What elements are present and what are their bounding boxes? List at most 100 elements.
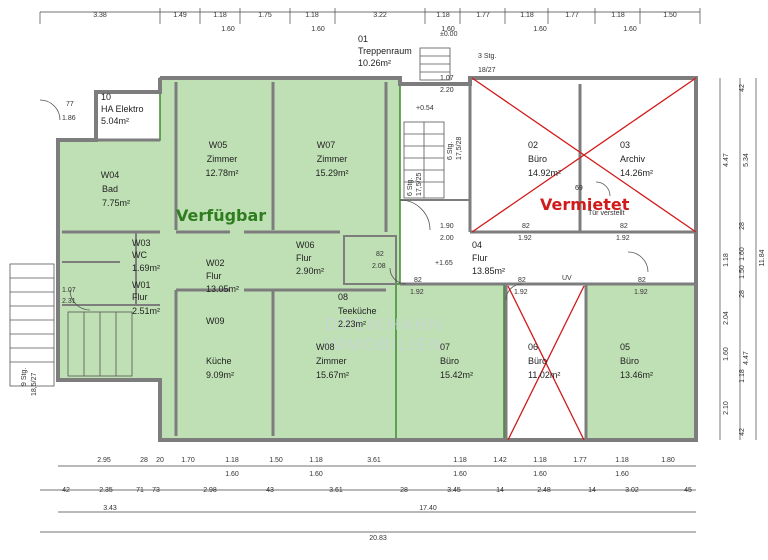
rented-crosses: [471, 77, 697, 441]
room-03-number: 03: [620, 140, 630, 150]
room-02-number: 02: [528, 140, 538, 150]
top-dimension-labels: 3.38 1.49 1.18 1.75 1.18 3.22 1.18 1.77 …: [93, 12, 677, 33]
dim-top-sub-3: 1.60: [441, 26, 455, 33]
room-w04-name: Bad: [102, 184, 118, 194]
dim-bottom-total: 20.83: [369, 535, 387, 542]
dim-right-3: 4.47: [723, 153, 730, 167]
dim-top-11: 1.18: [611, 12, 625, 19]
dim-top-4: 1.75: [258, 12, 272, 19]
top-dimension-chain: [39, 8, 701, 24]
dim-top-8: 1.77: [476, 12, 490, 19]
dim-bot1-13: 1.18: [615, 457, 629, 464]
dim-right-5: 1.18: [723, 253, 730, 267]
room-10: 10 HA Elektro 5.04m²: [101, 92, 144, 126]
dim-bot1-14: 1.80: [661, 457, 675, 464]
room-10-area: 5.04m²: [101, 116, 129, 126]
room-07-number: 07: [440, 342, 450, 352]
dim-right-total: 11.84: [759, 249, 766, 266]
dim-bot2-5: 2.98: [203, 487, 217, 494]
dim-top-sub-2: 1.60: [311, 26, 325, 33]
door-05-width: 82: [638, 277, 646, 284]
room-w03-number: W03: [132, 238, 151, 248]
door-07-height: 1.92: [410, 289, 424, 296]
room-05-area: 13.46m²: [620, 370, 653, 380]
door-03-width: 82: [620, 223, 628, 230]
room-w09: W09 Küche 9.09m²: [206, 316, 234, 380]
door-02-height: 1.92: [518, 235, 532, 242]
stairs-top-count: 3 Stg.: [478, 53, 496, 60]
dim-bot1-1: 2.95: [97, 457, 111, 464]
room-w08-name: Zimmer: [316, 356, 347, 366]
room-01: 01 Treppenraum 10.26m²: [358, 34, 412, 68]
door-07-width: 82: [414, 277, 422, 284]
door-w01-width: 1.07: [62, 287, 76, 294]
watermark: DREIKHAHN IMMOBILIEN: [324, 315, 442, 354]
door-69: 69: [575, 185, 583, 192]
room-w04: W04 Bad 7.75m²: [101, 170, 130, 208]
door-swings: [39, 99, 649, 311]
room-w01-name: Flur: [132, 292, 148, 302]
room-02-name: Büro: [528, 154, 547, 164]
dim-bot2-8: 28: [400, 487, 408, 494]
dim-top-12: 1.50: [663, 12, 677, 19]
room-08-area: 2.23m²: [338, 319, 366, 329]
room-w03-area: 1.69m²: [132, 263, 160, 273]
dim-bot2-12: 14: [588, 487, 596, 494]
room-06: 06 Büro 11.02m²: [528, 342, 560, 380]
right-dimension-labels: 42 5.34 4.47 28 1.18 1.60 1.50 28 2.04 1…: [723, 84, 766, 436]
dim-right-8: 28: [739, 290, 746, 298]
dim-right-2: 5.34: [743, 153, 750, 167]
door-06-height: 1.92: [514, 289, 528, 296]
right-dimension-chain: [719, 78, 757, 440]
door-10-width: 77: [66, 101, 74, 108]
room-04-name: Flur: [472, 253, 488, 263]
dim-bot1-sub-3: 1.60: [453, 471, 467, 478]
uv-label: UV: [562, 275, 572, 282]
dim-bot2-14: 45: [684, 487, 692, 494]
room-w01-area: 2.51m²: [132, 306, 160, 316]
dim-right-14: 42: [739, 428, 746, 436]
stairs-left-ratio: 18,5/27: [31, 373, 38, 396]
dim-right-11: 1.60: [723, 347, 730, 361]
dim-bot2-4: 73: [152, 487, 160, 494]
dim-right-13: 2.10: [723, 401, 730, 415]
dim-top-7: 1.18: [436, 12, 450, 19]
room-07: 07 Büro 15.42m²: [440, 342, 473, 380]
room-08: 08 Teeküche 2.23m²: [338, 292, 377, 329]
room-w08-number: W08: [316, 342, 335, 352]
stairs: [9, 47, 451, 387]
dim-bot1-10: 1.42: [493, 457, 507, 464]
dim-bot1-4: 1.70: [181, 457, 195, 464]
door-03-height: 1.92: [616, 235, 630, 242]
dim-top-6: 3.22: [373, 12, 387, 19]
room-10-name: HA Elektro: [101, 104, 144, 114]
room-w05-name: Zimmer: [207, 154, 238, 164]
room-07-name: Büro: [440, 356, 459, 366]
dim-bot1-12: 1.77: [573, 457, 587, 464]
room-06-name: Büro: [528, 356, 547, 366]
dim-bot2-7: 3.61: [329, 487, 343, 494]
dim-bot1-8: 3.61: [367, 457, 381, 464]
room-06-area: 11.02m²: [528, 370, 560, 380]
dim-bot2-3: 71: [136, 487, 144, 494]
dim-bot1-3: 20: [156, 457, 164, 464]
room-w08-area: 15.67m²: [316, 370, 349, 380]
room-w07-number: W07: [317, 140, 336, 150]
door-05-height: 1.92: [634, 289, 648, 296]
stairs-mid-ratio: 17,5/28: [456, 137, 463, 160]
dim-bot2-1: 42: [62, 487, 70, 494]
dim-bot2-13: 3.02: [625, 487, 639, 494]
room-05-name: Büro: [620, 356, 639, 366]
room-04: 04 Flur 13.85m²: [472, 240, 505, 276]
available-area: [57, 77, 697, 441]
room-w09-number: W09: [206, 316, 225, 326]
level-165: +1.65: [435, 260, 453, 267]
room-w06-number: W06: [296, 240, 315, 250]
stairs-left-count: 9 Stg.: [21, 368, 28, 386]
dim-top-3: 1.18: [213, 12, 227, 19]
room-w05-area: 12.78m²: [205, 168, 238, 178]
walls: [56, 76, 698, 442]
dim-right-9: 2.04: [723, 311, 730, 325]
door-moved-note: Tür verstellt: [588, 210, 625, 217]
